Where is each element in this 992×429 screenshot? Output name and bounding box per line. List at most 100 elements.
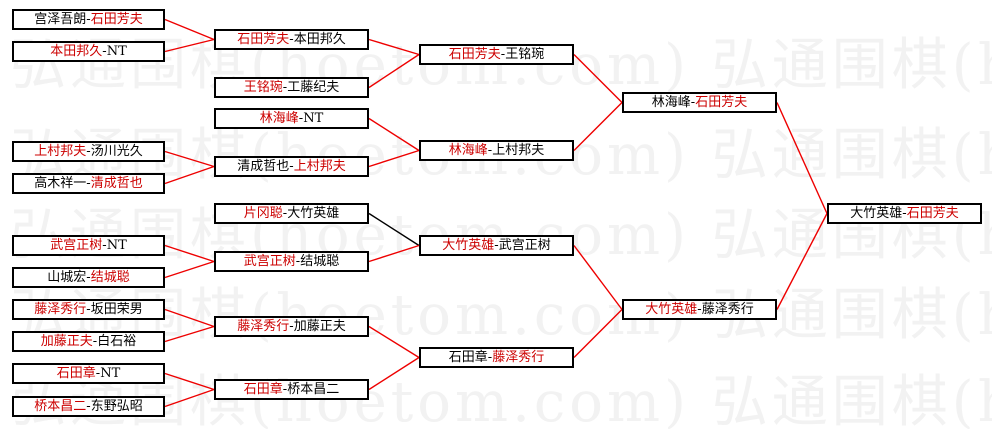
player-two: 上村邦夫: [492, 143, 545, 158]
connector-line: [164, 308, 215, 328]
separator: -: [86, 176, 91, 191]
separator: -: [494, 238, 499, 253]
player-one: 藤泽秀行: [237, 319, 290, 334]
player-one: 林海峰: [448, 143, 488, 158]
connector-line: [368, 325, 420, 359]
connector-line: [368, 38, 420, 56]
player-one: 上村邦夫: [34, 144, 87, 159]
match-box: 宫泽吾朗-石田芳夫: [12, 9, 165, 30]
player-one: 武宫正树: [50, 238, 103, 253]
player-two: 桥本昌二: [287, 382, 340, 397]
player-one: 宫泽吾朗: [34, 12, 87, 27]
match-box: 大竹英雄-武宫正树: [419, 235, 574, 256]
separator: -: [92, 334, 98, 349]
match-box: 高木祥一-清成哲也: [12, 173, 165, 194]
connector-line: [164, 260, 215, 279]
player-two: 大竹英雄: [287, 206, 340, 221]
separator: -: [102, 238, 107, 253]
connector-line: [164, 325, 215, 343]
separator: -: [500, 47, 506, 62]
separator: -: [697, 302, 702, 317]
player-two: 上村邦夫: [293, 159, 346, 174]
match-box: 石田章-NT: [12, 363, 165, 384]
separator: -: [295, 254, 301, 269]
match-box: 加藤正夫-白石裕: [12, 331, 165, 352]
player-one: 藤泽秀行: [34, 302, 87, 317]
separator: -: [902, 206, 907, 221]
player-two: 武宫正树: [498, 238, 551, 253]
separator: -: [86, 302, 91, 317]
match-box: 藤泽秀行-加藤正夫: [214, 316, 369, 337]
player-one: 大竹英雄: [850, 206, 903, 221]
player-one: 武宫正树: [243, 254, 296, 269]
connector-line: [573, 245, 623, 310]
connector-line: [368, 244, 420, 263]
connector-line: [368, 212, 420, 247]
match-box: 王铭琬-工藤纪夫: [214, 77, 369, 98]
connector-line: [368, 356, 420, 391]
player-two: NT: [100, 366, 121, 381]
player-one: 林海峰: [651, 95, 691, 110]
player-one: 林海峰: [259, 111, 299, 126]
player-two: 藤泽秀行: [701, 302, 754, 317]
match-box: 本田邦久-NT: [12, 41, 165, 62]
player-one: 山城宏: [47, 270, 87, 285]
player-two: 结城聪: [300, 254, 340, 269]
match-box: 清成哲也-上村邦夫: [214, 156, 369, 177]
connector-line: [164, 388, 215, 408]
connector-line: [573, 54, 623, 103]
separator: -: [282, 80, 288, 95]
connector-line: [368, 149, 420, 168]
player-one: 清成哲也: [237, 159, 290, 174]
connector-line: [164, 372, 215, 391]
player-one: 加藤正夫: [40, 334, 93, 349]
separator: -: [289, 159, 294, 174]
player-one: 石田章: [243, 382, 283, 397]
separator: -: [289, 32, 294, 47]
separator: -: [86, 12, 91, 27]
player-two: NT: [303, 111, 324, 126]
match-box: 桥本昌二-东野弘昭: [12, 396, 165, 417]
player-one: 大竹英雄: [645, 302, 698, 317]
connector-line: [164, 150, 215, 168]
separator: -: [86, 399, 91, 414]
match-box: 藤泽秀行-坂田荣男: [12, 299, 165, 320]
player-one: 石田章: [448, 350, 488, 365]
player-two: 清成哲也: [90, 176, 143, 191]
player-one: 王铭琬: [243, 80, 283, 95]
match-box: 武宫正树-NT: [12, 235, 165, 256]
player-one: 大竹英雄: [442, 238, 495, 253]
player-two: NT: [106, 44, 127, 59]
match-box: 石田章-桥本昌二: [214, 379, 369, 400]
separator: -: [289, 319, 294, 334]
connector-line: [776, 102, 828, 214]
match-box: 上村邦夫-汤川光久: [12, 141, 165, 162]
match-box: 山城宏-结城聪: [12, 267, 165, 288]
separator: -: [86, 270, 91, 285]
player-one: 桥本昌二: [34, 399, 87, 414]
connector-line: [164, 244, 215, 263]
match-box: 石田章-藤泽秀行: [419, 347, 574, 368]
match-box: 大竹英雄-石田芳夫: [827, 203, 982, 224]
player-one: 本田邦久: [50, 44, 103, 59]
match-box: 石田芳夫-王铭琬: [419, 44, 574, 65]
separator: -: [487, 143, 493, 158]
player-two: 藤泽秀行: [492, 350, 545, 365]
separator: -: [298, 111, 304, 126]
connector-line: [164, 38, 215, 53]
player-two: NT: [106, 238, 127, 253]
match-box: 片冈聪-大竹英雄: [214, 203, 369, 224]
player-two: 坂田荣男: [90, 302, 143, 317]
match-box: 林海峰-上村邦夫: [419, 140, 574, 161]
match-box: 林海峰-石田芳夫: [622, 92, 777, 113]
player-one: 高木祥一: [34, 176, 87, 191]
player-two: 工藤纪夫: [287, 80, 340, 95]
separator: -: [487, 350, 493, 365]
player-two: 白石裕: [97, 334, 137, 349]
player-two: 本田邦久: [293, 32, 346, 47]
separator: -: [86, 144, 91, 159]
connector-line: [368, 53, 420, 89]
connector-line: [573, 309, 623, 358]
separator: -: [282, 382, 288, 397]
